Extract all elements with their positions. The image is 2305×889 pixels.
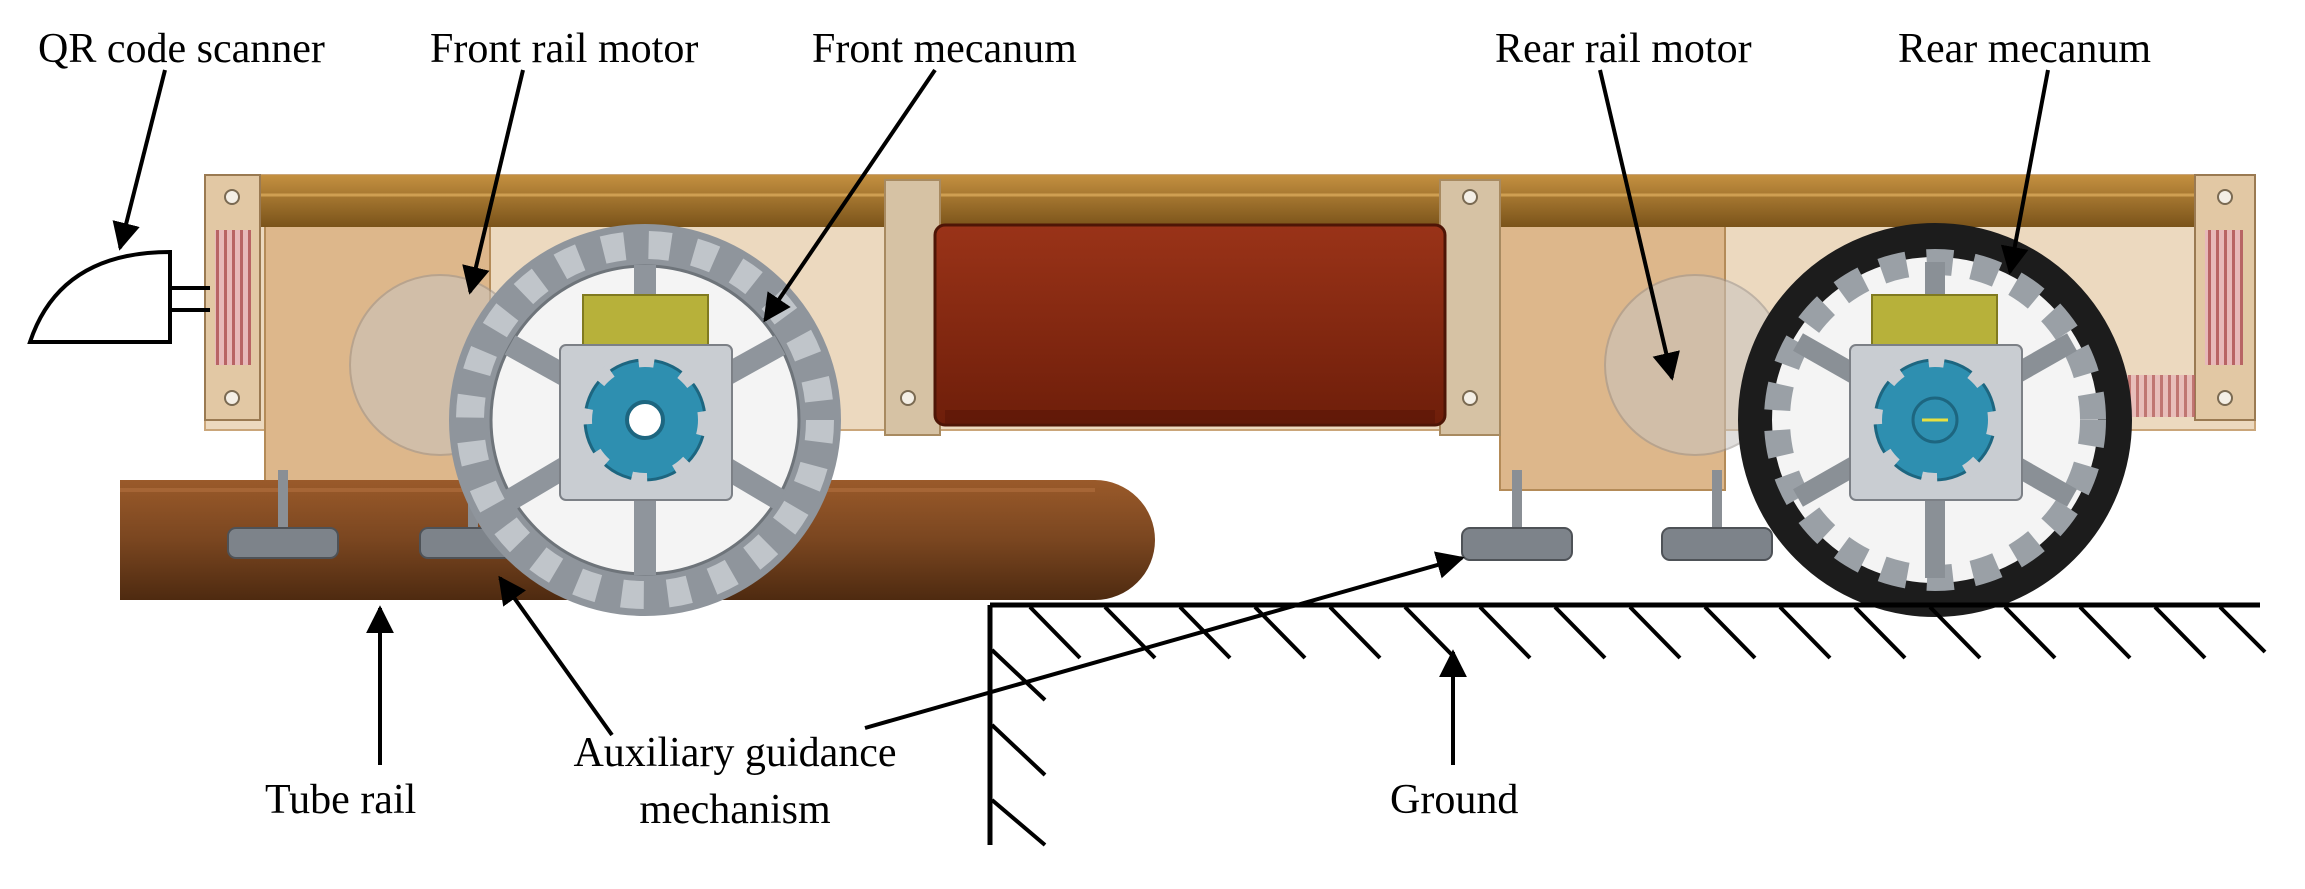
rear-guidance-foot-b [1661,470,1773,561]
rear-spring-block [2205,230,2243,365]
arrow-rear-rail-motor [1598,69,1680,381]
corner-bolt [1462,390,1478,406]
label-rear-mecanum: Rear mecanum [1898,26,2152,72]
corner-bolt [2217,390,2233,406]
ground-hatching [990,605,2267,847]
arrow-aux-guidance-front [498,575,614,737]
corner-bolt [224,390,240,406]
top-frame-beam [205,175,2255,227]
corner-bolt [900,390,916,406]
arrow-rear-mecanum [2000,69,2050,275]
label-aux-guidance-line2: mechanism [639,787,831,833]
label-qr-scanner: QR code scanner [38,26,325,72]
label-aux-guidance-line1: Auxiliary guidance [573,730,897,776]
arrow-aux-guidance-rear [864,551,1465,730]
label-front-rail-motor: Front rail motor [430,26,699,72]
qr-scanner-body [27,249,172,344]
arrow-front-mecanum [763,68,937,323]
corner-bolt [1462,189,1478,205]
corner-bolt [224,189,240,205]
arrow-qr-scanner [112,69,167,251]
rear-mecanum-wheel [1738,223,2132,617]
ground [987,602,2267,847]
label-tube-rail: Tube rail [265,777,417,823]
label-ground: Ground [1390,777,1519,823]
front-spring-block [215,230,251,365]
leader-arrows [112,68,2050,765]
corner-bolt [2217,189,2233,205]
arrow-front-rail-motor [462,69,525,295]
rear-guidance-foot-a [1461,470,1573,561]
front-guidance-foot-a [227,470,339,559]
battery-pack [933,223,1447,427]
front-mecanum-wheel [449,224,841,616]
chassis [204,174,2256,491]
label-front-mecanum: Front mecanum [812,26,1077,72]
qr-scanner [27,249,210,344]
label-rear-rail-motor: Rear rail motor [1495,26,1752,72]
